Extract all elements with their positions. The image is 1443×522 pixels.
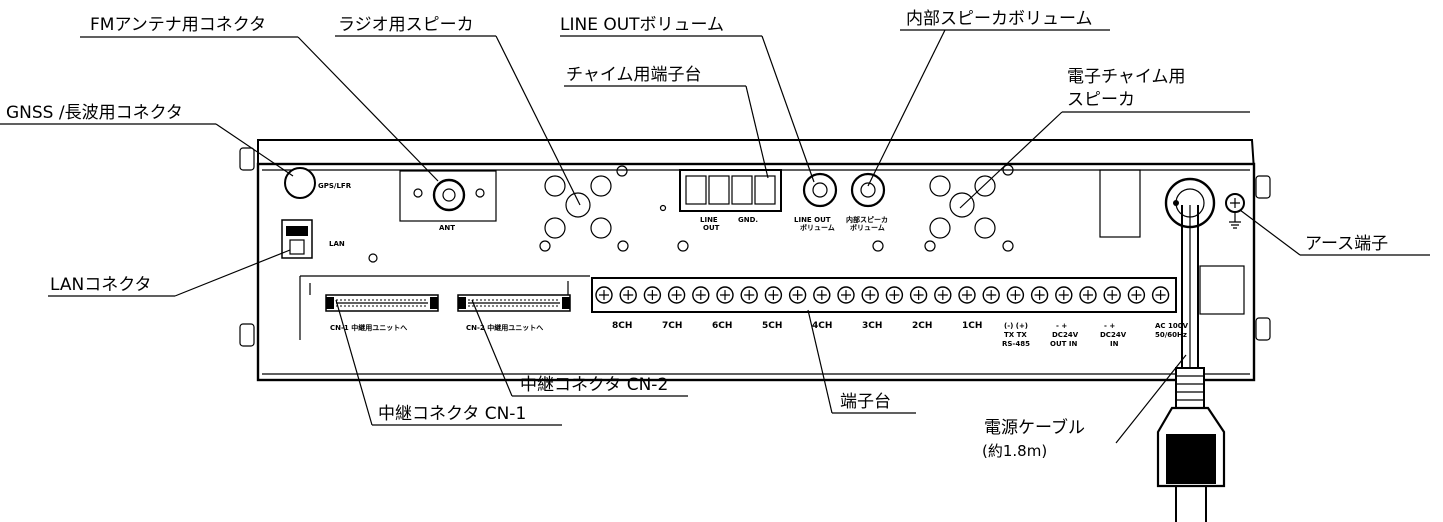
terminal-screw-slot [889,290,900,300]
terminal-block: 8CH 7CH 6CH 5CH 4CH 3CH 2CH 1CH (-) (+) … [591,277,1189,348]
svg-text:- +: - + [1104,322,1115,330]
svg-text:3CH: 3CH [862,321,882,331]
svg-text:8CH: 8CH [612,321,632,331]
svg-text:LINE OUT: LINE OUT [794,216,831,224]
chime-terminal-block: LINE GND. OUT [679,169,782,232]
radio-speaker-grille [539,165,629,252]
earth-terminal [1225,193,1245,229]
terminal-screw-slot [792,290,803,300]
label-gnss: GNSS /長波用コネクタ [6,103,183,123]
label-power-cable-length: (約1.8m) [982,442,1047,460]
label-earth-terminal: アース端子 [1305,234,1388,254]
line-out-volume-knob: LINE OUT ボリューム [794,172,838,232]
svg-text:(-) (+): (-) (+) [1004,322,1028,330]
svg-text:CN-1 中継用ユニットへ: CN-1 中継用ユニットへ [330,323,407,332]
svg-text:内部スピーカ: 内部スピーカ [846,215,888,224]
svg-text:1CH: 1CH [962,321,982,331]
svg-text:7CH: 7CH [662,321,682,331]
terminal-screw-slot [913,290,924,300]
internal-speaker-volume-knob: 内部スピーカ ボリューム [846,172,888,232]
terminal-screw-slot [816,290,827,300]
terminal-screw-slot [962,290,972,300]
svg-text:RS-485: RS-485 [1002,340,1030,348]
label-relay-cn2: 中継コネクタ CN-2 [520,375,668,395]
terminal-screw-slot [768,290,779,300]
terminal-screw-slot [1058,290,1069,300]
terminal-screw-slot [986,290,997,300]
label-terminal-block: 端子台 [840,392,891,412]
label-radio-speaker: ラジオ用スピーカ [338,15,474,35]
svg-text:- +: - + [1056,322,1067,330]
terminal-screw-slot [647,290,658,300]
svg-text:ボリューム: ボリューム [850,223,885,232]
label-plate [1099,169,1141,238]
svg-text:4CH: 4CH [812,321,832,331]
svg-text:CN-2 中継用ユニットへ: CN-2 中継用ユニットへ [466,323,543,332]
label-line-out-volume: LINE OUTボリューム [560,15,724,35]
terminal-screw-slot [937,290,948,300]
svg-text:2CH: 2CH [912,321,932,331]
terminal-screw-slot [1083,290,1093,300]
terminal-screw-slot [1107,290,1118,300]
label-internal-speaker-volume: 内部スピーカボリューム [906,9,1093,29]
label-chime-terminal: チャイム用端子台 [566,65,702,85]
svg-text:LAN: LAN [329,240,345,248]
terminal-screw-slot [1010,290,1021,300]
label-fm-antenna: FMアンテナ用コネクタ [90,15,266,35]
svg-text:DC24V: DC24V [1052,331,1079,339]
label-chime-speaker-1: 電子チャイム用 [1067,67,1186,87]
terminal-screw-slot [671,290,682,300]
terminal-screw-slot [1034,290,1045,300]
terminal-screw-slot [865,290,876,300]
ant-port: ANT [399,170,497,232]
terminal-screw-slot [1131,290,1142,300]
label-chime-speaker-2: スピーカ [1067,90,1135,110]
svg-text:OUT IN: OUT IN [1050,340,1077,348]
svg-text:50/60Hz: 50/60Hz [1155,331,1187,339]
svg-text:ANT: ANT [439,224,455,232]
terminal-screw-slot [744,290,755,300]
terminal-screw-slot [623,290,634,300]
label-lan-connector: LANコネクタ [50,275,152,295]
terminal-screw-slot [599,290,609,300]
relay-connector-cn2: CN-2 中継用ユニットへ [457,294,571,332]
svg-text:6CH: 6CH [712,321,732,331]
svg-text:5CH: 5CH [762,321,782,331]
label-relay-cn1: 中継コネクタ CN-1 [378,404,526,424]
svg-text:OUT: OUT [703,224,720,232]
svg-text:TX TX: TX TX [1004,331,1027,339]
relay-connector-cn1: CN-1 中継用ユニットへ [325,294,439,332]
power-socket-cover [1199,265,1245,315]
svg-text:GPS/LFR: GPS/LFR [318,182,352,190]
terminal-screw-slot [841,290,851,300]
terminal-screw-slot [695,290,706,300]
svg-text:ボリューム: ボリューム [800,223,835,232]
leader-lines [0,29,1430,444]
label-power-cable: 電源ケーブル [984,417,1085,438]
svg-text:LINE: LINE [700,216,718,224]
terminal-screw-slot [1155,290,1166,300]
svg-text:DC24V: DC24V [1100,331,1127,339]
svg-text:IN: IN [1110,340,1119,348]
svg-text:GND.: GND. [738,216,758,224]
terminal-screw-slot [720,290,730,300]
chime-speaker-grille [924,164,1014,252]
power-cable-drawing [1156,205,1226,522]
svg-text:AC 100V: AC 100V [1155,322,1189,330]
